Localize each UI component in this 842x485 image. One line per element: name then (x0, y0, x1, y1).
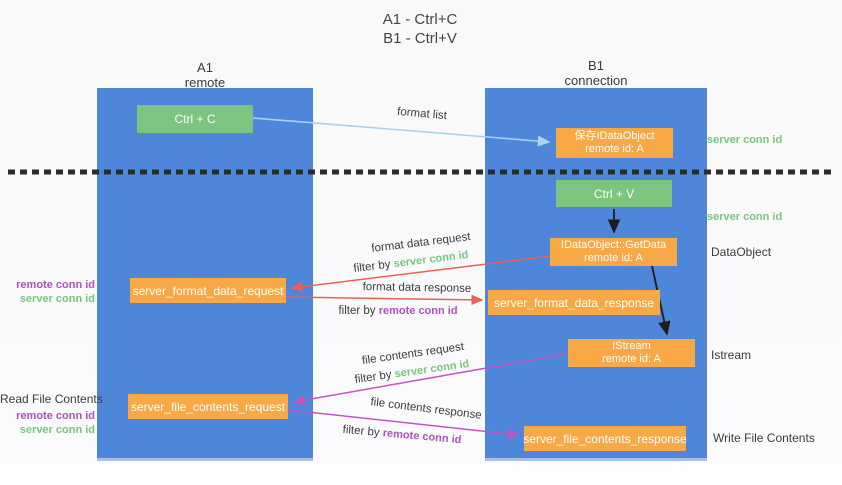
format-list-label: format list (396, 105, 448, 123)
node-ctrl-v: Ctrl + V (556, 180, 672, 207)
server-conn-id-label-top: server conn id (707, 134, 783, 146)
node-ctrl-c: Ctrl + C (137, 105, 253, 133)
node-istream-line2: remote id: A (602, 353, 661, 365)
node-ctrl-v-label: Ctrl + V (593, 186, 635, 201)
node-ctrl-c-label: Ctrl + C (174, 112, 216, 126)
node-save-idataobject-line2: remote id: A (585, 143, 644, 155)
node-server-file-contents-request: server_file_contents_request (128, 394, 288, 419)
filter-by-remote-conn-id-label-2: filter by remote conn id (334, 423, 471, 447)
remote-conn-id-highlight: remote conn id (378, 305, 458, 317)
server-conn-id-label: server conn id (19, 423, 95, 436)
left-conn-id-pair-1: remote conn id server conn id (0, 279, 95, 306)
filter-by-remote-conn-id-label-1: filter by remote conn id (334, 305, 462, 317)
server-conn-id-label: server conn id (19, 292, 95, 305)
node-istream-line1: IStream (612, 339, 651, 352)
node-getdata-line1: IDataObject::GetData (560, 238, 667, 251)
node-save-idataobject-line1: 保存IDataObject (574, 129, 655, 142)
right-column-id: B1 (588, 58, 604, 73)
title-line-2: B1 - Ctrl+V (383, 30, 457, 47)
format-data-response-label: format data response (362, 281, 472, 295)
left-column-id: A1 (197, 60, 213, 75)
server-conn-id-highlight: server conn id (393, 358, 471, 381)
node-server-file-contents-response: server_file_contents_response (523, 426, 687, 451)
node-server-file-contents-response-label: server_file_contents_response (523, 431, 687, 446)
server-conn-id-highlight: server conn id (392, 249, 470, 271)
node-server-file-contents-request-label: server_file_contents_request (130, 399, 286, 414)
dataobject-label: DataObject (711, 245, 772, 259)
node-server-format-data-request: server_format_data_request (130, 278, 286, 303)
left-conn-id-pair-2: remote conn id server conn id (0, 410, 95, 437)
node-server-format-data-response: server_format_data_response (488, 290, 660, 315)
node-server-format-data-request-label: server_format_data_request (132, 283, 284, 298)
filter-prefix: filter by (342, 423, 384, 440)
right-column-header: B1 connection (536, 58, 656, 88)
remote-conn-id-highlight: remote conn id (382, 427, 462, 447)
node-getdata-line2: remote id: A (584, 252, 643, 264)
filter-prefix: filter by (352, 258, 395, 275)
remote-conn-id-label: remote conn id (16, 279, 95, 291)
node-istream: IStream remote id: A (568, 339, 695, 367)
read-file-contents-label: Read File Contents (0, 392, 103, 406)
left-column-name: remote (184, 75, 226, 90)
istream-side-label: Istream (711, 348, 752, 362)
right-column-name: connection (564, 73, 628, 88)
format-data-response-arrow (286, 294, 484, 306)
file-contents-response-label: file contents response (369, 396, 483, 422)
node-getdata: IDataObject::GetData remote id: A (550, 238, 677, 266)
diagram-title: A1 - Ctrl+C B1 - Ctrl+V (300, 10, 540, 48)
title-line-1: A1 - Ctrl+C (382, 11, 458, 28)
node-server-format-data-response-label: server_format_data_response (493, 295, 655, 310)
write-file-contents-label: Write File Contents (713, 431, 815, 445)
filter-prefix: filter by (353, 368, 396, 386)
server-conn-id-label-mid: server conn id (707, 211, 783, 223)
node-save-idataobject: 保存IDataObject remote id: A (556, 128, 673, 158)
remote-conn-id-label: remote conn id (16, 410, 95, 422)
filter-prefix: filter by (338, 305, 379, 317)
left-column-header: A1 remote (145, 60, 265, 90)
